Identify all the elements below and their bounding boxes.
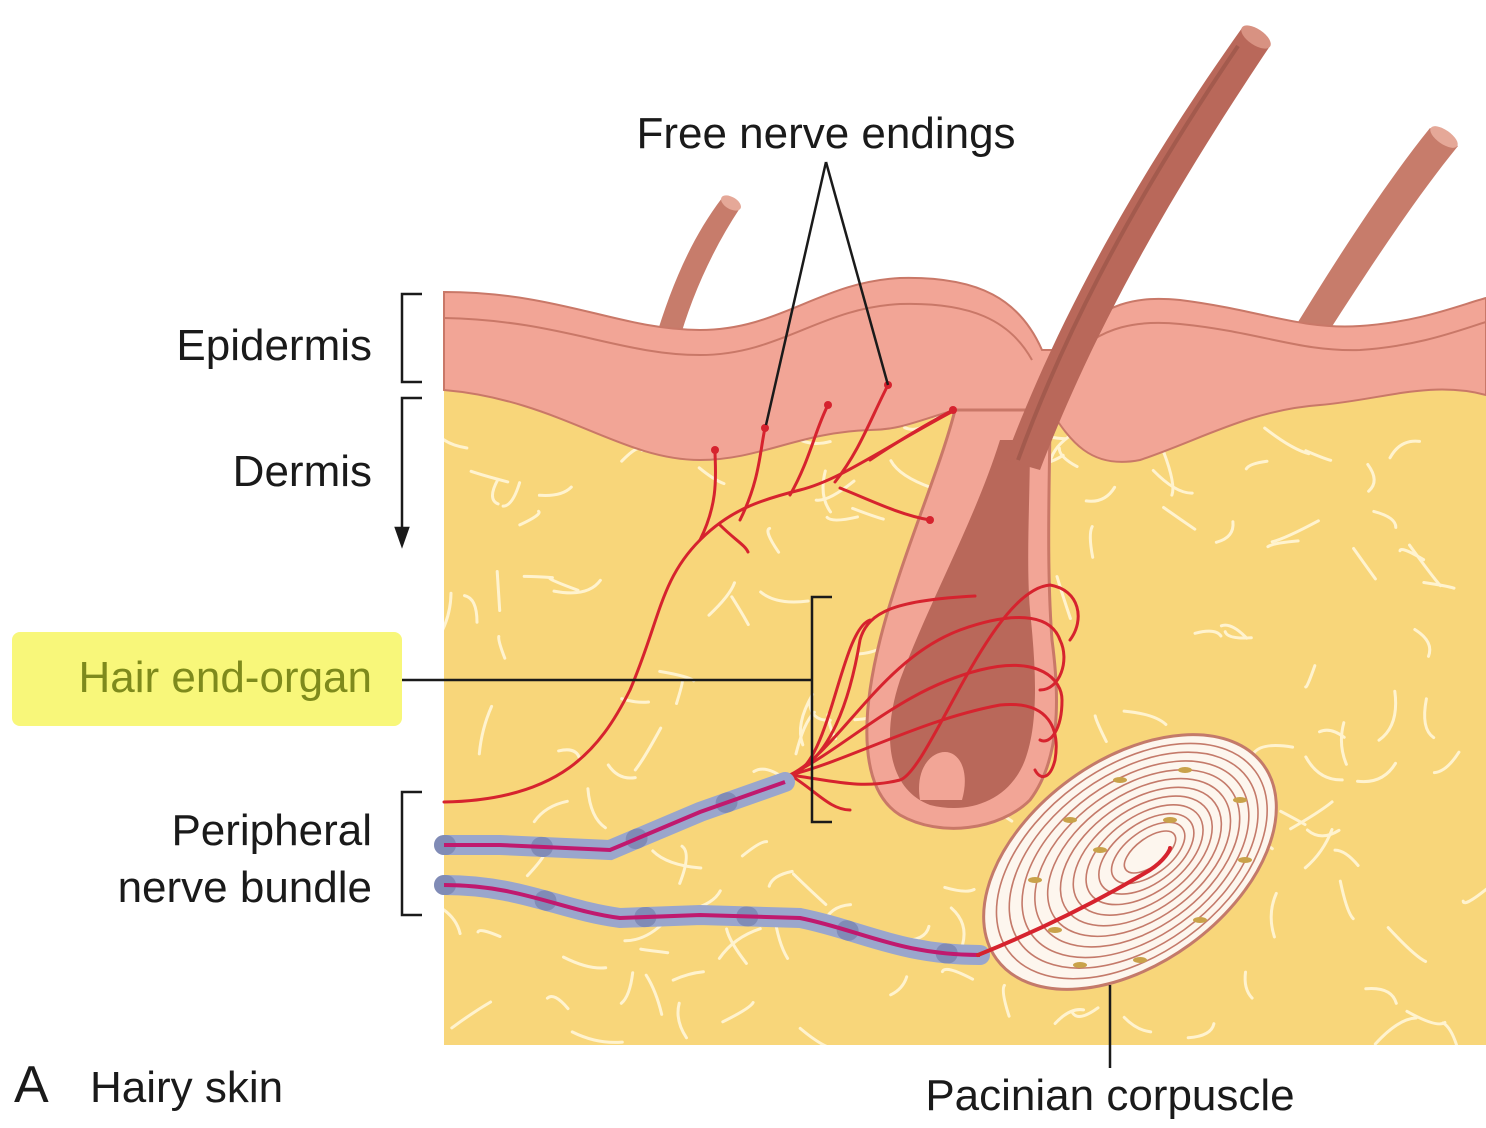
corpuscle-granule [1163, 817, 1177, 823]
label-hair-end-organ: Hair end-organ [79, 653, 373, 702]
corpuscle-granule [1073, 962, 1087, 968]
hair-shaft-left [655, 192, 744, 345]
panel-title: Hairy skin [90, 1063, 283, 1112]
dermis-fiber [524, 576, 552, 577]
corpuscle-granule [1238, 857, 1252, 863]
corpuscle-granule [1178, 767, 1192, 773]
corpuscle-granule [1193, 917, 1207, 923]
corpuscle-granule [1113, 777, 1127, 783]
label-pacinian-corpuscle: Pacinian corpuscle [925, 1071, 1294, 1120]
corpuscle-granule [1093, 847, 1107, 853]
label-dermis: Dermis [233, 447, 372, 496]
bracket-peripheral-nerve [402, 792, 422, 915]
label-epidermis: Epidermis [176, 321, 372, 370]
corpuscle-granule [1233, 797, 1247, 803]
panel-letter: A [14, 1056, 49, 1114]
label-nerve-bundle: nerve bundle [118, 863, 372, 912]
bracket-epidermis [402, 294, 422, 382]
corpuscle-granule [1133, 957, 1147, 963]
corpuscle-granule [1048, 927, 1062, 933]
hair-shaft-right [1290, 122, 1461, 345]
label-peripheral: Peripheral [171, 806, 372, 855]
bracket-dermis [396, 398, 422, 545]
label-free-nerve-endings: Free nerve endings [636, 109, 1015, 158]
corpuscle-granule [1028, 877, 1042, 883]
corpuscle-granule [1063, 817, 1077, 823]
